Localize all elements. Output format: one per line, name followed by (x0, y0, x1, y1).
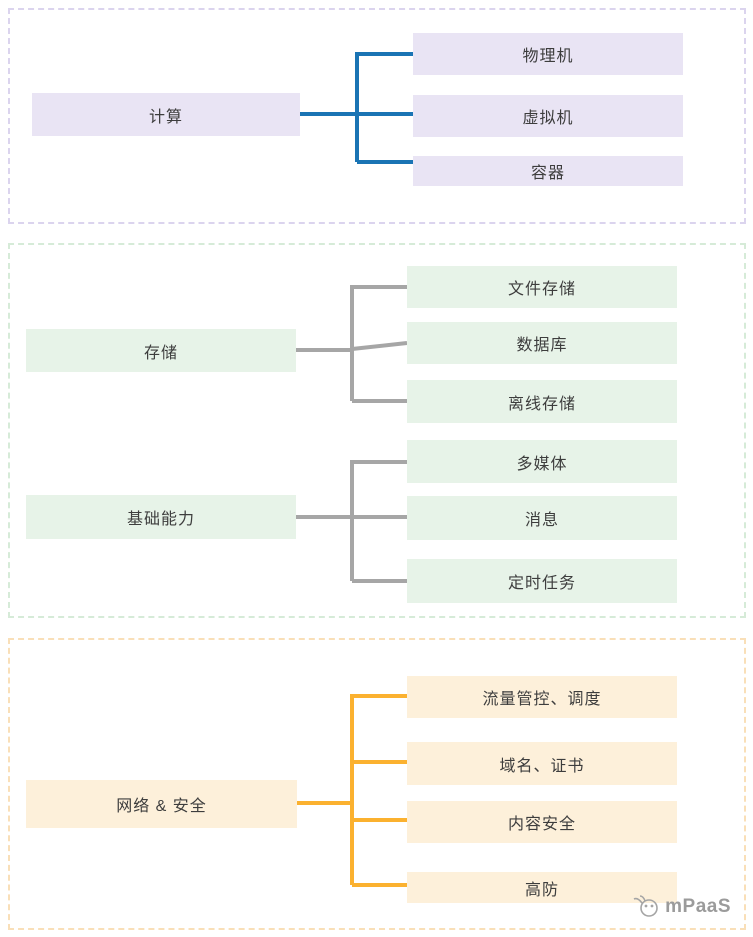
node-basic-capability: 基础能力 (26, 495, 296, 539)
node-scheduled-task: 定时任务 (407, 559, 677, 603)
node-storage: 存储 (26, 329, 296, 372)
node-physical-machine: 物理机 (413, 33, 683, 75)
connector-basic-capability (296, 460, 407, 583)
watermark: mPaaS (633, 895, 731, 919)
connector-compute (300, 52, 413, 164)
node-traffic-control-scheduling: 流量管控、调度 (407, 676, 677, 718)
mpaas-logo-icon (633, 895, 658, 917)
node-domain-certificate: 域名、证书 (407, 742, 677, 785)
section-storage-basics (8, 243, 746, 618)
node-offline-storage: 离线存储 (407, 380, 677, 423)
node-database: 数据库 (407, 322, 677, 364)
connector-network-security (297, 694, 407, 887)
node-container: 容器 (413, 156, 683, 186)
node-virtual-machine: 虚拟机 (413, 95, 683, 137)
node-file-storage: 文件存储 (407, 266, 677, 308)
node-anti-ddos: 高防 (407, 872, 677, 903)
watermark-brand: mPaaS (665, 896, 731, 917)
node-content-security: 内容安全 (407, 801, 677, 843)
node-network-security: 网络 & 安全 (26, 780, 297, 828)
node-multimedia: 多媒体 (407, 440, 677, 483)
connector-storage (296, 285, 408, 403)
section-network-security (8, 638, 746, 930)
node-message: 消息 (407, 496, 677, 540)
node-compute: 计算 (32, 93, 300, 136)
section-compute (8, 8, 746, 224)
